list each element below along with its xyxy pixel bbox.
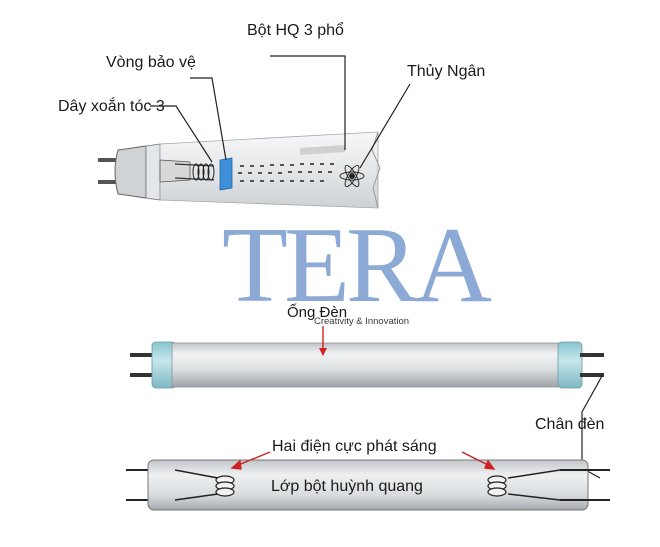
label-electrodes: Hai điện cực phát sáng — [272, 438, 437, 455]
top-coil — [192, 163, 215, 181]
label-protective-ring: Vòng bảo vệ — [106, 54, 196, 71]
lamp-tube-upper — [130, 341, 604, 389]
mercury-atom — [339, 164, 365, 188]
phosphor-dots — [238, 163, 334, 182]
protective-ring — [219, 157, 233, 191]
top-pin-lower — [98, 180, 120, 184]
top-pin-upper — [98, 158, 120, 162]
label-tube: Ống Đèn — [287, 304, 348, 321]
electrode-arrows — [230, 451, 496, 470]
lamp-tube-lower — [126, 459, 610, 511]
lower-tube-body — [147, 459, 589, 511]
end-cap-right — [557, 341, 583, 389]
cutaway-lamp — [98, 131, 381, 209]
label-phosphor-powder: Bột HQ 3 phổ — [247, 22, 344, 39]
label-coil-wire: Dây xoắn tóc 3 — [58, 98, 165, 115]
watermark-tagline: Creativity & Innovation — [314, 316, 410, 327]
tube-arrow — [319, 326, 327, 356]
label-lamp-pins: Chân đèn — [535, 416, 605, 433]
top-leader-lines — [150, 55, 411, 169]
left-electrode-coil — [215, 475, 235, 497]
watermark-brand: TERA — [222, 206, 492, 325]
top-end-cap — [114, 145, 147, 199]
label-phosphor-layer: Lớp bột huỳnh quang — [271, 478, 423, 495]
right-electrode-coil — [487, 475, 507, 497]
tube-body — [171, 342, 563, 388]
pins-leader-line — [581, 375, 603, 479]
label-mercury: Thủy Ngân — [407, 63, 486, 80]
